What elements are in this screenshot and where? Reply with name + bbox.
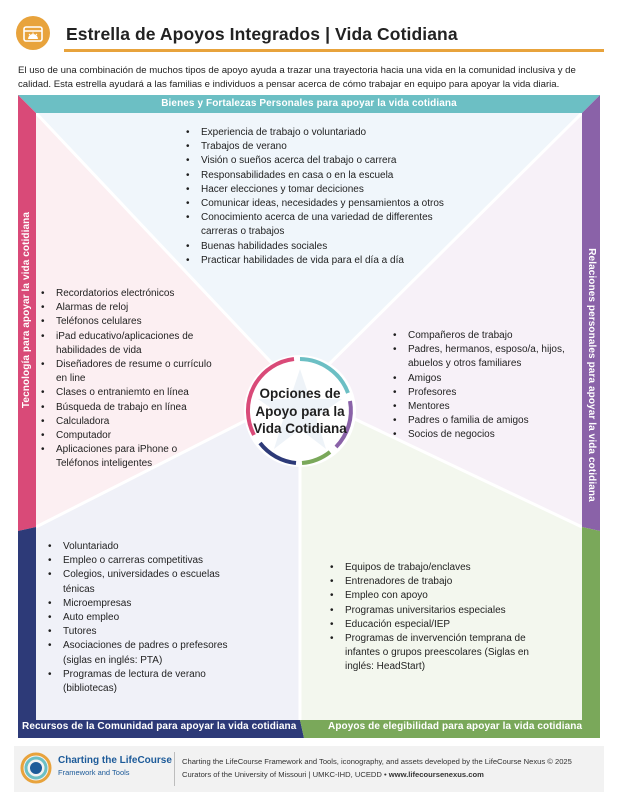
list-item: Tutores [45,625,260,639]
list-item: Educación especial/IEP [327,618,557,632]
title-underline [64,49,604,52]
list-item: Asociaciones de padres o prefesores (sig… [45,639,250,667]
list-item: Padres, hermanos, esposo/a, hijos, abuel… [390,343,582,371]
top-band [18,95,600,113]
list-item: Socios de negocios [390,428,582,442]
footer-brand: Charting the LifeCourse [58,755,172,766]
list-item: iPad educativo/aplicaciones de habilidad… [38,330,213,358]
list-item: Microempresas [45,597,260,611]
list-item: Profesores [390,386,582,400]
list-item: Programas universitarios especiales [327,604,557,618]
sunrise-logo-icon [16,16,50,50]
band-label-technology: Tecnología para apoyar la vida cotidiana [21,211,32,409]
list-item: Clases o entraniemto en línea [38,386,238,400]
list-item: Empleo con apoyo [327,589,557,603]
list-item: Aplicaciones para iPhone o Teléfonos int… [38,443,203,471]
list-item: Comunicar ideas, necesidades y pensamien… [183,197,483,211]
technology-list: Recordatorios electrónicos Alarmas de re… [38,287,238,472]
list-item: Computador [38,429,238,443]
list-item: Auto empleo [45,611,260,625]
personal-strengths-list: Experiencia de trabajo o voluntariado Tr… [183,126,483,268]
footer-divider [174,752,175,786]
list-item: Recordatorios electrónicos [38,287,238,301]
band-label-personal-strengths: Bienes y Fortalezas Personales para apoy… [161,98,457,109]
intro-paragraph: El uso de una combinación de muchos tipo… [18,65,576,90]
right-band [582,95,600,531]
band-label-eligibility: Apoyos de elegibilidad para apoyar la vi… [328,721,583,732]
list-item: Diseñadores de resume o currículo en lin… [38,358,223,386]
list-item: Hacer elecciones y tomar deciciones [183,183,483,197]
footer-brand-sub: Framework and Tools [58,768,130,777]
center-circle: Opciones de Apoyo para la Vida Cotidiana [244,355,356,467]
list-item: Alarmas de reloj [38,301,238,315]
footer-credit: Charting the LifeCourse Framework and To… [182,757,572,766]
list-item: Calculadora [38,415,238,429]
list-item: Colegios, universidades o escuelas ténic… [45,568,245,596]
band-label-community: Recursos de la Comunidad para apoyar la … [22,721,297,732]
list-item: Compañeros de trabajo [390,329,582,343]
center-title: Opciones de Apoyo para la Vida Cotidiana [250,385,350,438]
footer-credit-line2: Curators of the University of Missouri |… [182,770,484,779]
list-item: Mentores [390,400,582,414]
eligibility-supports-list: Equipos de trabajo/enclaves Entrenadores… [327,561,557,675]
page-title: Estrella de Apoyos Integrados | Vida Cot… [66,24,458,44]
relationships-list: Compañeros de trabajo Padres, hermanos, … [390,329,582,443]
footer-website-link[interactable]: www.lifecoursenexus.com [388,770,484,779]
band-label-relationships: Relaciones personales para apoyar la vid… [586,248,597,502]
list-item: Entrenadores de trabajo [327,575,557,589]
list-item: Responsabilidades en casa o en la escuel… [183,169,483,183]
footer-credit-prefix: Curators of the University of Missouri |… [182,770,389,779]
list-item: Trabajos de verano [183,140,483,154]
center-title-line: Opciones de [259,386,341,401]
left-band [18,95,36,531]
center-title-line: Apoyo para la [255,403,345,419]
community-resources-list: Voluntariado Empleo o carreras competiti… [45,540,260,696]
center-title-line: Vida Cotidiana [253,421,347,436]
list-item: Programas de lectura de verano (bibliote… [45,668,235,696]
list-item: Equipos de trabajo/enclaves [327,561,557,575]
list-item: Experiencia de trabajo o voluntariado [183,126,483,140]
page-footer: Charting the LifeCourse Framework and To… [14,746,604,792]
list-item: Practicar habilidades de vida para el dí… [183,254,483,268]
list-item: Voluntariado [45,540,260,554]
center-ring-icon [245,357,353,465]
list-item: Empleo o carreras competitivas [45,554,260,568]
list-item: Amigos [390,372,582,386]
list-item: Programas de invervención temprana de in… [327,632,542,675]
list-item: Padres o familia de amigos [390,414,582,428]
lifecourse-logo-icon [20,752,52,784]
list-item: Buenas habilidades sociales [183,240,483,254]
list-item: Conocimiento acerca de una variedad de d… [183,211,453,239]
list-item: Teléfonos celulares [38,315,238,329]
integrated-supports-star: Bienes y Fortalezas Personales para apoy… [18,95,600,738]
list-item: Visión o sueños acerca del trabajo o car… [183,154,483,168]
list-item: Búsqueda de trabajo en línea [38,401,238,415]
page-header: Estrella de Apoyos Integrados | Vida Cot… [14,14,604,54]
